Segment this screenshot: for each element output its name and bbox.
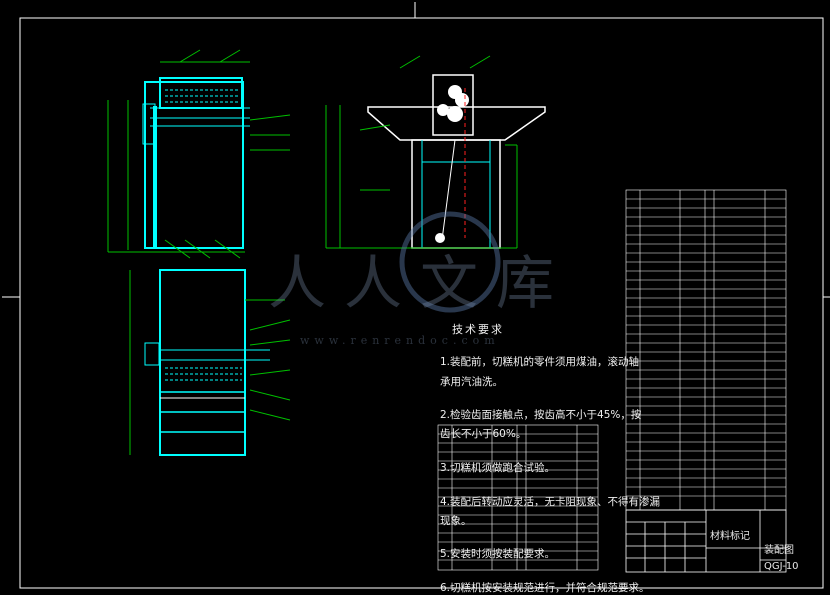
tech-req-line-6: 4.装配后转动应灵活，无卡阻现象、不得有渗漏	[440, 496, 661, 508]
tech-req-line-2: 承用汽油洗。	[440, 376, 503, 388]
watermark-logo	[399, 211, 501, 313]
watermark-url: www.renrendoc.com	[300, 334, 500, 347]
tech-requirements-title: 技术要求	[452, 323, 504, 336]
drawing-number: QGJ-10	[764, 561, 799, 572]
title-block	[625, 509, 787, 573]
top-view	[129, 269, 291, 456]
tech-req-line-3: 2.检验齿面接触点，按齿高不小于45%，按	[440, 409, 642, 421]
tech-req-line-1: 1.装配前，切糕机的零件须用煤油，滚动轴	[440, 356, 640, 368]
parts-list-left	[437, 424, 599, 571]
drawing-name: 装配图	[764, 545, 794, 556]
side-view	[325, 55, 546, 249]
parts-list-left-rows	[438, 433, 598, 561]
parts-list-right	[625, 189, 787, 511]
tech-req-line-4: 齿长不小于60%。	[440, 428, 527, 440]
tech-req-line-9: 6.切糕机按安装规范进行，并符合规范要求。	[440, 582, 650, 594]
watermark-logo-text: 人人文库	[268, 249, 573, 317]
parts-list-right-rows	[626, 198, 786, 497]
material-label: 材料标记	[710, 531, 750, 542]
drawing-border	[19, 17, 824, 589]
tech-req-line-5: 3.切糕机须做跑合试验。	[440, 462, 556, 474]
tech-req-line-8: 5.安装时须按装配要求。	[440, 548, 556, 560]
tech-req-line-7: 现象。	[440, 515, 472, 527]
front-view	[107, 49, 291, 259]
